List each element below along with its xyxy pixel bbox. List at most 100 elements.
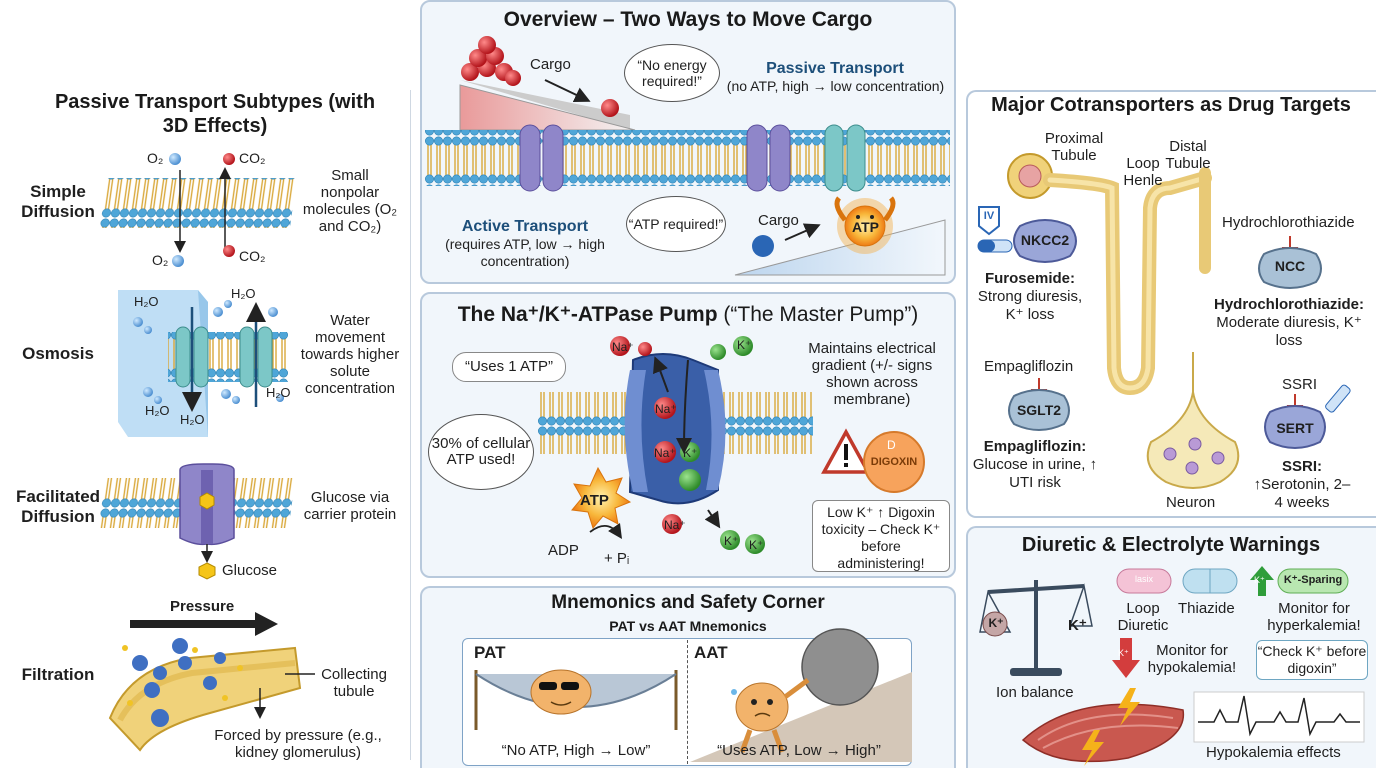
passive-transport-sub: (no ATP, high → low concentration) — [726, 78, 945, 94]
mnemonics-title: Mnemonics and Safety Corner — [551, 592, 825, 613]
pump-atp-label: ATP — [580, 492, 609, 509]
k-label-2: K⁺ — [683, 446, 698, 460]
maintains-gradient-label: Maintains electrical gradient (+/- signs… — [808, 340, 936, 408]
filtration-tube — [108, 638, 315, 752]
proximal-tubule-label: Proximal Tubule — [1044, 130, 1104, 164]
nkcc2-label: NKCC2 — [1020, 232, 1070, 248]
k-label-4: K⁺ — [749, 538, 764, 552]
furosemide-desc: Furosemide: Strong diuresis, K⁺ loss — [970, 270, 1090, 324]
pump-illustration — [538, 336, 813, 554]
h2o-label-4: H₂O — [180, 412, 205, 427]
h2o-label-5: H₂O — [266, 385, 291, 400]
sert-label: SERT — [1276, 420, 1314, 436]
overview-cargo-label-1: Cargo — [530, 56, 571, 73]
iv-bag-icon — [978, 206, 1000, 236]
mnemonics-divider — [687, 640, 688, 764]
iv-label: IV — [983, 210, 995, 222]
hyperkalemia-label: Monitor for hyperkalemia! — [1267, 600, 1361, 634]
osmosis-desc: Water movement towards higher solute con… — [300, 312, 400, 397]
active-transport-title: Active Transport — [461, 218, 589, 235]
empa-desc: Empagliflozin: Glucose in urine, ↑ UTI r… — [970, 438, 1100, 492]
ssri-name: SSRI: — [1281, 458, 1322, 475]
aat-label: AAT — [694, 643, 728, 662]
row-label-facilitated-diffusion: Facilitated Diffusion — [15, 487, 101, 526]
empa-name: Empagliflozin: — [983, 438, 1087, 455]
passive-transport-title: Passive Transport — [766, 60, 904, 77]
hctz-desc: Hydrochlorothiazide: Moderate diuresis, … — [1206, 296, 1372, 350]
no-energy-bubble: “No energy required!” — [624, 44, 720, 102]
osmosis-illustration — [118, 290, 288, 437]
pat-label: PAT — [474, 643, 506, 662]
digoxin-warning-box: Low K⁺ ↑ Digoxin toxicity – Check K⁺ bef… — [812, 500, 950, 572]
k-down-arrow-icon — [1112, 638, 1140, 678]
hypokalemia-effects-label: Hypokalemia effects — [1206, 744, 1341, 761]
facilitated-diffusion-illustration — [98, 463, 296, 580]
adp-label: ADP — [548, 542, 579, 559]
ion-balance-label: Ion balance — [996, 684, 1074, 701]
glucose-label: Glucose — [222, 562, 278, 579]
simple-diffusion-desc: Small nonpolar molecules (O₂ and CO₂) — [302, 167, 398, 235]
diuretic-title: Diuretic & Electrolyte Warnings — [1021, 534, 1321, 556]
balance-k-right: K⁺ — [1068, 617, 1087, 634]
pump-title-main: The Na⁺/K⁺-ATPase Pump — [457, 303, 718, 326]
k-label-3: K⁺ — [724, 534, 739, 548]
simple-diffusion-membrane — [99, 178, 297, 228]
aat-quote: “Uses ATP, Low → High” — [717, 742, 881, 759]
k-sparing-pill — [1250, 566, 1349, 596]
muscle-illustration — [1021, 688, 1185, 766]
na-label-2: Na⁺ — [655, 402, 677, 416]
k-sparing-k-mark: K⁺ — [1254, 575, 1265, 585]
hctz-top-label: Hydrochlorothiazide — [1222, 214, 1355, 231]
digoxin-pill — [863, 431, 925, 493]
balance-scale-icon — [979, 580, 1093, 676]
overview-cargo-label-2: Cargo — [758, 212, 799, 229]
ncc-protein — [1258, 236, 1322, 289]
facilitated-diffusion-desc: Glucose via carrier protein — [303, 489, 397, 523]
na-label-1: Na⁺ — [612, 340, 634, 354]
pressure-label: Pressure — [170, 598, 235, 615]
na-label-3: Na⁺ — [654, 446, 676, 460]
na-label-4: Na⁺ — [664, 518, 686, 532]
cotransporters-title: Major Cotransporters as Drug Targets — [991, 94, 1351, 116]
diffusion-arrows — [174, 167, 231, 253]
active-transport-sub: (requires ATP, low → high concentration) — [445, 236, 605, 269]
pressure-arrow — [130, 612, 278, 636]
uses-atp-box: “Uses 1 ATP” — [452, 352, 566, 382]
pat-quote: “No ATP, High → Low” — [501, 742, 651, 759]
distal-tubule-label: Distal Tubule — [1165, 138, 1211, 172]
empa-effect: Glucose in urine, ↑ UTI risk — [972, 456, 1098, 491]
k-down-mark: K⁺ — [1118, 648, 1129, 658]
mnemonics-subtitle: PAT vs AAT Mnemonics — [609, 618, 767, 634]
syringe-icon — [1325, 384, 1351, 413]
cellular-atp-bubble: 30% of cellular ATP used! — [428, 414, 534, 490]
sglt2-label: SGLT2 — [1016, 402, 1062, 418]
hctz-name: Hydrochlorothiazide: — [1213, 296, 1364, 313]
nephron-illustration — [1007, 153, 1212, 396]
row-label-osmosis: Osmosis — [22, 344, 94, 363]
pump-title: The Na⁺/K⁺-ATPase Pump (“The Master Pump… — [420, 302, 956, 327]
overview-title: Overview – Two Ways to Move Cargo — [503, 8, 873, 31]
pi-label: + Pᵢ — [604, 550, 630, 567]
check-k-box: “Check K⁺ before digoxin” — [1256, 640, 1368, 680]
hctz-effect: Moderate diuresis, K⁺ loss — [1216, 314, 1362, 349]
co2-molecule-bottom — [223, 245, 235, 257]
o2-bottom-label: O₂ — [152, 252, 169, 268]
loop-diuretic-label: Loop Diuretic — [1117, 600, 1169, 634]
o2-molecule-top — [169, 153, 181, 165]
h2o-label-1: H₂O — [134, 294, 159, 309]
pump-title-sub: (“The Master Pump”) — [723, 303, 919, 326]
furosemide-effect: Strong diuresis, K⁺ loss — [977, 288, 1083, 323]
pat-hammock-illustration — [474, 669, 678, 730]
thiazide-label: Thiazide — [1178, 600, 1235, 617]
sert-protein — [1264, 394, 1326, 449]
h2o-label-2: H₂O — [231, 286, 256, 301]
neuron-label: Neuron — [1166, 494, 1216, 511]
loop-diuretic-pill — [1116, 568, 1172, 594]
collecting-tubule-label: Collecting tubule — [321, 666, 387, 700]
loop-pill-imprint: lasix — [1134, 574, 1153, 584]
overview-illustration — [425, 36, 950, 276]
co2-top-label: CO₂ — [239, 150, 266, 166]
sglt2-protein — [1008, 378, 1070, 431]
h2o-label-3: H₂O — [145, 403, 170, 418]
neuron-illustration — [1146, 352, 1240, 489]
